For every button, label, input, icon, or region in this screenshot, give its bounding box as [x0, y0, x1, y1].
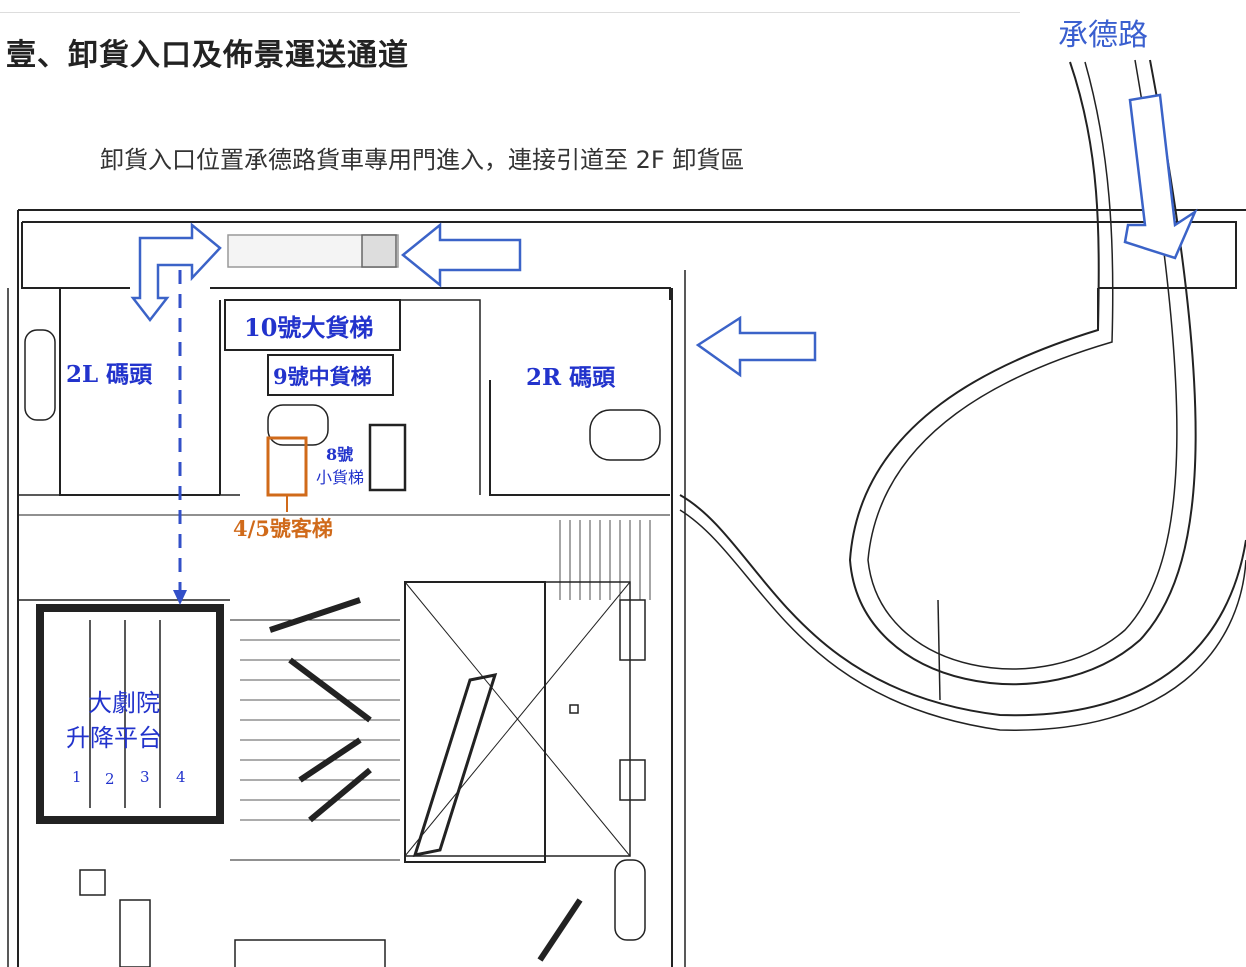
lift8-shaft [368, 423, 407, 492]
lift8-label-line2: 小貨梯 [316, 468, 365, 487]
lift9-label: 9號中貨梯 [273, 364, 372, 389]
intro-text: 卸貨入口位置承德路貨車專用門進入，連接引道至 2F 卸貨區 [100, 146, 745, 174]
stage-lane-3: 3 [140, 768, 150, 786]
lift9-shaft [267, 354, 394, 396]
dock-2l-label: 2L 碼頭 [66, 361, 153, 388]
top-divider [0, 12, 1020, 13]
lift10-shaft [224, 299, 401, 351]
dock-2r-label: 2R 碼頭 [526, 364, 616, 391]
lift10-label: 10號大貨梯 [244, 313, 374, 342]
arrow-left-2r [695, 315, 817, 378]
escalator-main [412, 673, 498, 857]
ramp-lower [679, 494, 1246, 717]
stage-lane-4: 4 [176, 768, 186, 786]
lift45-label: 4/5號客梯 [233, 516, 333, 541]
arrow-down-ramp [1123, 93, 1198, 260]
ramp-outer [848, 59, 1197, 686]
stage-platform [36, 604, 224, 824]
arrow-left-top [401, 222, 522, 288]
lift8-label-line1: 8號 [326, 445, 354, 464]
stage-lane-1: 1 [72, 768, 82, 786]
stage-label-line1: 大劇院 [88, 689, 160, 717]
arrow-up-right-2l [130, 222, 222, 323]
stage-label-line2: 升降平台 [66, 724, 162, 752]
corridor-inner-wall [22, 221, 1237, 289]
stage-lane-2: 2 [105, 770, 115, 788]
lift45-highlight [266, 436, 308, 497]
road-label: 承德路 [1058, 18, 1148, 53]
page-title: 壹、卸貨入口及佈景運送通道 [6, 38, 409, 73]
